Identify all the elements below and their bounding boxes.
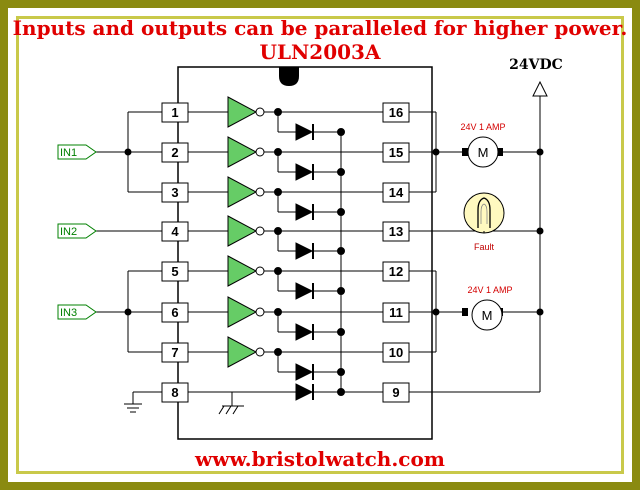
supply-arrow-icon [532,80,548,97]
motor-2-label: 24V 1 AMP [467,285,512,295]
buffer-7-icon [227,336,258,368]
right-pins: 16 15 14 13 12 11 10 9 [382,102,410,403]
ic-body [177,66,433,440]
buffer-4-icon [227,215,258,247]
input-tag-3: IN3 [57,304,97,320]
lamp-label: Fault [474,242,495,252]
clamp-diodes [188,112,383,401]
pin-3-label: 3 [171,185,178,200]
input-tag-1: IN1 [57,144,97,160]
left-pins: 1 2 3 4 5 6 7 8 [161,102,189,403]
motor-1-symbol: M [478,145,489,160]
pin-13-label: 13 [389,224,403,239]
pin-4-label: 4 [171,224,179,239]
pin-2-label: 2 [171,145,178,160]
page-title: Inputs and outputs can be paralleled for… [12,16,628,40]
input-tag-1-label: IN1 [60,147,77,159]
motor-1-icon: M [462,136,503,168]
pin-8-label: 8 [171,385,178,400]
lamp-icon [463,192,505,234]
pin-16-label: 16 [389,105,403,120]
ground-icon [124,403,142,413]
pin-12-label: 12 [389,264,403,279]
output-wiring [409,90,541,393]
pin-14-label: 14 [389,185,404,200]
buffer-5-icon [227,255,258,287]
pin-5-label: 5 [171,264,178,279]
pin-1-label: 1 [171,105,178,120]
buffer-array [188,96,383,368]
pin-10-label: 10 [389,345,403,360]
pin-11-label: 11 [389,305,403,320]
pin-9-label: 9 [392,385,399,400]
pin-6-label: 6 [171,305,178,320]
buffer-3-icon [227,176,258,208]
ic-notch [279,67,299,86]
chip-name: ULN2003A [259,40,381,64]
pin-7-label: 7 [171,345,178,360]
website-link[interactable]: www.bristolwatch.com [195,447,445,471]
motor-2-icon: M [462,299,503,331]
internal-ground-icon [218,392,244,415]
buffer-6-icon [227,296,258,328]
buffer-1-icon [227,96,258,128]
input-tag-2-label: IN2 [60,226,77,238]
input-tag-2: IN2 [57,223,97,239]
pin-15-label: 15 [389,145,403,160]
input-tag-3-label: IN3 [60,307,77,319]
supply-label: 24VDC [509,57,563,73]
motor-1-label: 24V 1 AMP [460,122,505,132]
inner-border [16,16,624,474]
input-wiring [96,111,162,404]
buffer-2-icon [227,136,258,168]
motor-2-symbol: M [482,308,493,323]
